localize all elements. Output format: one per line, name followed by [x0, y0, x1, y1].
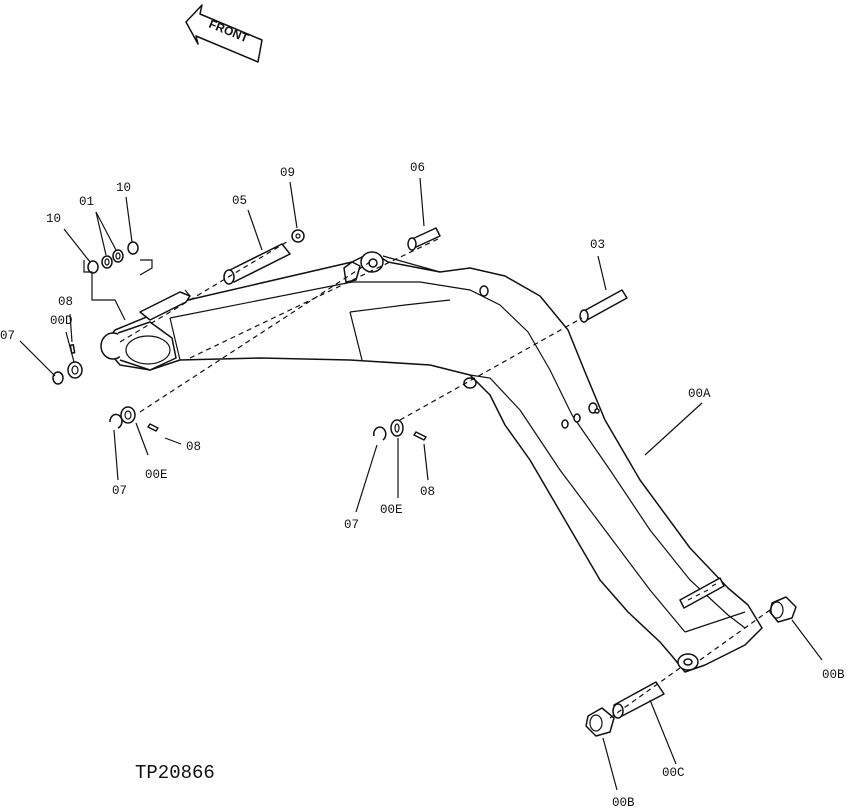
pin-06	[407, 227, 441, 251]
callout-08: 08	[186, 440, 201, 454]
front-arrow-icon: FRONT	[185, 4, 263, 63]
callout-00A: 00A	[688, 387, 711, 401]
bushing-00B-right	[769, 596, 797, 623]
lower-left-bushing-set	[109, 406, 159, 432]
pin-03	[579, 289, 628, 323]
callout-10: 10	[116, 181, 131, 195]
callout-05: 05	[232, 194, 247, 208]
callout-00E: 00E	[145, 468, 168, 482]
callout-07: 07	[344, 518, 359, 532]
mid-bushing-set	[373, 419, 427, 441]
front-bushing-set	[52, 343, 83, 385]
boom-body	[100, 251, 763, 673]
callout-00B: 00B	[822, 668, 845, 682]
callout-00B: 00B	[612, 796, 635, 809]
callout-06: 06	[410, 161, 425, 175]
part-09	[291, 229, 305, 243]
callout-labels: 10 01 10 05 09 06 03 07 00D 08 08 00E 07…	[0, 161, 845, 809]
callout-09: 09	[280, 166, 295, 180]
callout-08: 08	[420, 485, 435, 499]
washer-set	[87, 241, 139, 274]
callout-07: 07	[112, 484, 127, 498]
callout-10: 10	[46, 212, 61, 226]
figure-id: TP20866	[135, 762, 215, 784]
callout-00E: 00E	[380, 503, 403, 517]
callout-00D: 00D	[50, 314, 73, 328]
pin-00C	[612, 681, 665, 719]
callout-03: 03	[590, 238, 605, 252]
callout-07: 07	[0, 329, 15, 343]
callout-01: 01	[79, 195, 94, 209]
bushing-00B-bottom	[585, 707, 615, 737]
callout-00C: 00C	[662, 766, 685, 780]
callout-08: 08	[58, 295, 73, 309]
leader-lines	[19, 177, 823, 791]
